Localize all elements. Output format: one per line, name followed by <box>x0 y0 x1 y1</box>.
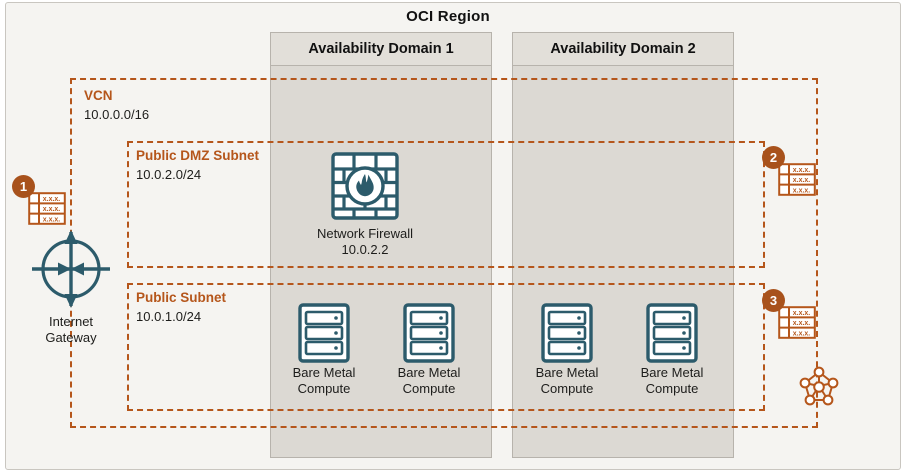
network-firewall-icon <box>331 152 399 220</box>
public-subnet-label: Public Subnet <box>136 290 227 305</box>
bare-metal-compute-1: Bare Metal Compute <box>287 303 361 413</box>
bare-metal-compute-icon <box>298 303 350 363</box>
bare-metal-compute-caption: Bare Metal Compute <box>277 365 371 397</box>
vcn-label: VCN <box>84 88 113 103</box>
public-dmz-subnet-boundary <box>127 141 765 268</box>
route-table-icon: x.x.x. x.x.x. x.x.x. <box>778 163 816 196</box>
svg-text:x.x.x.: x.x.x. <box>43 196 61 203</box>
bare-metal-compute-caption: Bare Metal Compute <box>382 365 476 397</box>
callout-badge-2: 2 <box>762 146 785 169</box>
bare-metal-compute-icon <box>541 303 593 363</box>
route-table-icon: x.x.x. x.x.x. x.x.x. <box>28 192 66 225</box>
callout-badge-3: 3 <box>762 289 785 312</box>
bare-metal-compute-caption: Bare Metal Compute <box>520 365 614 397</box>
svg-text:x.x.x.: x.x.x. <box>43 216 61 223</box>
svg-text:x.x.x.: x.x.x. <box>793 177 811 184</box>
availability-domain-2-header: Availability Domain 2 <box>512 32 734 66</box>
network-firewall-caption: Network Firewall 10.0.2.2 <box>295 226 435 258</box>
bare-metal-compute-line1: Bare Metal <box>535 365 599 380</box>
callout-badge-1: 1 <box>12 175 35 198</box>
availability-domain-2: Availability Domain 2 <box>512 32 734 458</box>
internet-gateway-line2: Gateway <box>45 330 97 345</box>
svg-text:x.x.x.: x.x.x. <box>43 206 61 213</box>
availability-domain-2-label: Availability Domain 2 <box>550 41 696 57</box>
svg-text:x.x.x.: x.x.x. <box>793 187 811 194</box>
bare-metal-compute-caption: Bare Metal Compute <box>625 365 719 397</box>
availability-domain-1-header: Availability Domain 1 <box>270 32 492 66</box>
bare-metal-compute-2: Bare Metal Compute <box>392 303 466 413</box>
public-dmz-subnet-label: Public DMZ Subnet <box>136 148 259 163</box>
bare-metal-compute-line2: Compute <box>297 381 351 396</box>
svg-text:x.x.x.: x.x.x. <box>793 310 811 317</box>
bare-metal-compute-line2: Compute <box>645 381 699 396</box>
bare-metal-compute-icon <box>403 303 455 363</box>
network-firewall-line1: Network Firewall <box>316 226 414 241</box>
bare-metal-compute-line1: Bare Metal <box>640 365 704 380</box>
bare-metal-compute-line1: Bare Metal <box>292 365 356 380</box>
svg-text:x.x.x.: x.x.x. <box>793 167 811 174</box>
service-network-icon <box>795 364 843 412</box>
bare-metal-compute-3: Bare Metal Compute <box>530 303 604 413</box>
public-subnet-cidr: 10.0.1.0/24 <box>136 309 202 324</box>
bare-metal-compute-line2: Compute <box>540 381 594 396</box>
bare-metal-compute-4: Bare Metal Compute <box>635 303 709 413</box>
internet-gateway-caption: Internet Gateway <box>10 314 132 346</box>
availability-domain-1: Availability Domain 1 <box>270 32 492 458</box>
page-title: OCI Region <box>406 8 490 25</box>
availability-domain-1-label: Availability Domain 1 <box>308 41 454 57</box>
public-subnet-boundary <box>127 283 765 411</box>
internet-gateway-line1: Internet <box>48 314 94 329</box>
route-table-icon: x.x.x. x.x.x. x.x.x. <box>778 306 816 339</box>
public-dmz-subnet-cidr: 10.0.2.0/24 <box>136 167 202 182</box>
svg-text:x.x.x.: x.x.x. <box>793 320 811 327</box>
internet-gateway-icon <box>30 228 112 310</box>
bare-metal-compute-line2: Compute <box>402 381 456 396</box>
svg-text:x.x.x.: x.x.x. <box>793 330 811 337</box>
network-firewall-line2: 10.0.2.2 <box>341 242 389 257</box>
vcn-cidr: 10.0.0.0/16 <box>84 107 150 122</box>
bare-metal-compute-icon <box>646 303 698 363</box>
bare-metal-compute-line1: Bare Metal <box>397 365 461 380</box>
